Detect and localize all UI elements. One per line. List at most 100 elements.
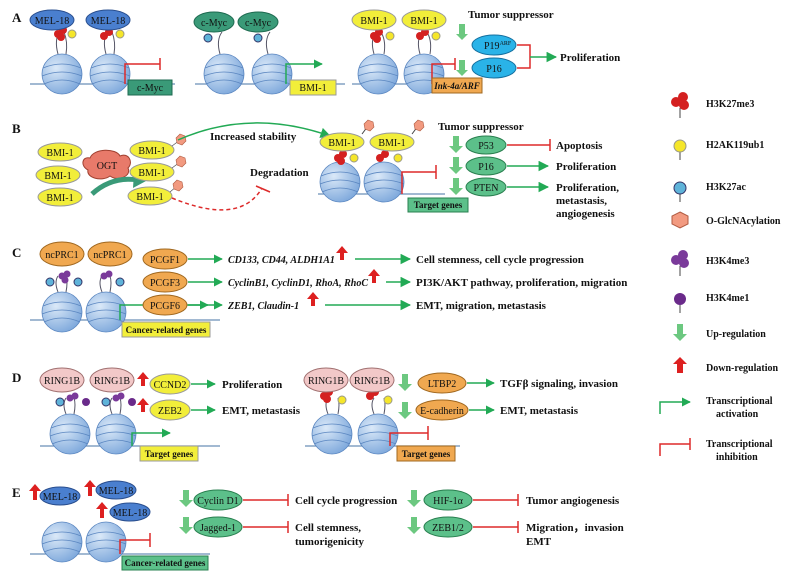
legend-item-h2ak119ub1: H2AK119ub1 (673, 139, 764, 160)
zeb2-label: ZEB2 (158, 406, 182, 417)
inhibition-bracket (517, 44, 531, 69)
mel18-protein (85, 9, 131, 31)
hif-outcome: Tumor angiogenesis (526, 495, 620, 507)
panel-label-d: D (12, 370, 21, 385)
bmi1-label: BMI-1 (360, 16, 387, 27)
bmi1-label: BMI-1 (138, 168, 165, 179)
cancer-genes-box (121, 321, 211, 338)
zeb-outcome-1: Migration，invasion (526, 522, 624, 534)
pcgf3-label: PCGF3 (150, 278, 180, 289)
outcome-row-2: PI3K/AKT pathway, proliferation, migrati… (416, 277, 627, 289)
ccnd2-label: CCND2 (154, 380, 187, 391)
nucleosome (311, 413, 353, 455)
genes-row-1: CD133, CD44, ALDH1A1 (228, 255, 335, 266)
ring1b-protein (349, 367, 395, 393)
proliferation-outcome: Proliferation (556, 161, 616, 173)
up-regulation-arrow (179, 527, 193, 534)
cyclin-d1-outcome: Cell cycle progression (295, 495, 397, 507)
nucleosome (41, 291, 83, 333)
h3k27me3-mark (381, 150, 389, 158)
h2ak119ub1-mark (67, 29, 77, 39)
legend-item-down-regulation: Down-regulation (673, 357, 778, 374)
down-regulation-arrow (137, 398, 149, 405)
ring1b-protein (39, 367, 85, 393)
svg-text:Transcriptional: Transcriptional (706, 439, 773, 450)
legend-item-h3k4me3: H3K4me3 (671, 250, 749, 276)
up-regulation-arrow (407, 527, 421, 534)
degradation-path (171, 187, 263, 211)
inhibition-symbol (124, 63, 160, 84)
inhibition-symbol (401, 171, 436, 194)
ncprc1-label: ncPRC1 (93, 250, 126, 261)
h3k27me3-mark (373, 35, 381, 43)
nucleosome (357, 53, 399, 95)
pten-outcome-2: metastasis, (556, 195, 607, 207)
h3k27ac-mark (115, 277, 125, 287)
up-regulation-arrow (398, 412, 412, 419)
panel-c: C ncPRC1 ncPRC1 Cancer-related genes (12, 241, 627, 338)
panel-a: A MEL-18 MEL-18 c-Myc (12, 9, 620, 96)
legend-item-o-glcnacylation: O-GlcNAcylation (671, 211, 781, 229)
emt-outcome: EMT, metastasis (222, 405, 301, 417)
svg-text:H3K4me1: H3K4me1 (706, 293, 749, 304)
chromatin-a1: MEL-18 MEL-18 c-Myc (29, 9, 175, 96)
up-regulation-arrow (407, 500, 421, 507)
down-regulation-arrow (368, 269, 380, 276)
h3k27ac-mark (45, 277, 55, 287)
h3k4me3-mark (105, 270, 113, 278)
mel18-protein (39, 486, 81, 506)
mel18-label: MEL-18 (91, 16, 125, 27)
svg-text:H3K27me3: H3K27me3 (706, 99, 754, 110)
outcome-row-3: EMT, migration, metastasis (416, 300, 547, 312)
p16-protein (471, 57, 517, 79)
down-regulation-arrow (336, 246, 348, 253)
genes-row-2: CyclinB1, CyclinD1, RhoA, RhoC (228, 278, 368, 289)
mel18-label: MEL-18 (35, 16, 69, 27)
tgfb-outcome: TGFβ signaling, invasion (500, 378, 618, 390)
cancer-genes-label: Cancer-related genes (126, 325, 207, 335)
zeb-outcome-2: EMT (526, 536, 552, 548)
tumor-suppressor-label: Tumor suppressor (468, 9, 554, 21)
legend-item-transcriptional-inhibition: Transcriptional inhibition (659, 438, 773, 463)
svg-text:O-GlcNAcylation: O-GlcNAcylation (706, 216, 781, 227)
ring1b-protein (89, 367, 135, 393)
inhibition-symbol (389, 432, 428, 446)
mel18-protein (29, 9, 75, 31)
target-genes-label: Target genes (414, 200, 463, 210)
h3k4me1-mark (82, 398, 90, 406)
h3k27ac-mark (203, 33, 213, 43)
ink4a-arf-label: Ink-4a/ARF (433, 81, 480, 91)
nucleosome (41, 521, 83, 563)
panel-d: D RING1B RING1B Target genes CCND (12, 367, 618, 462)
outcome-row-1: Cell stemness, cell cycle progression (416, 254, 584, 266)
h3k4me1-mark (128, 398, 136, 406)
chromatin-a3: BMI-1 BMI-1 Ink-4a/ARF Tumor suppressor … (351, 9, 620, 95)
ring1b-label: RING1B (308, 376, 344, 387)
h2ak119ub1-mark (349, 153, 359, 163)
cyclin-d1-label: Cyclin D1 (197, 496, 238, 507)
legend-item-transcriptional-activation: Transcriptional activation (659, 396, 773, 420)
h2ak119ub1-mark (115, 29, 125, 39)
target-genes-box (396, 445, 456, 462)
chromatin-b: BMI-1 BMI-1 Target genes (318, 119, 469, 213)
legend-item-h3k27ac: H3K27ac (673, 181, 747, 202)
mel18-protein (109, 502, 151, 522)
nucleosome (363, 161, 405, 203)
emt-outcome: EMT, metastasis (500, 405, 579, 417)
h2ak119ub1-mark (385, 31, 395, 41)
up-regulation-arrow (179, 500, 193, 507)
svg-text:H3K27ac: H3K27ac (706, 182, 747, 193)
panel-b: B BMI-1 BMI-1 BMI-1 OGT BMI-1 BMI-1 BMI-… (12, 119, 619, 220)
p16-label: P16 (486, 64, 502, 75)
bmi1-label: BMI-1 (328, 138, 355, 149)
panel-label-e: E (12, 485, 21, 500)
target-genes-box (139, 445, 199, 462)
legend-item-h3k27me3: H3K27me3 (671, 92, 754, 118)
ncprc1-protein (39, 241, 85, 267)
activation-arrow (285, 59, 323, 84)
chromatin-d-left: RING1B RING1B Target genes CCND2 Prolife… (39, 367, 301, 462)
svg-text:inhibition: inhibition (716, 452, 758, 463)
p16-label: P16 (478, 162, 494, 173)
nucleosome (89, 53, 131, 95)
